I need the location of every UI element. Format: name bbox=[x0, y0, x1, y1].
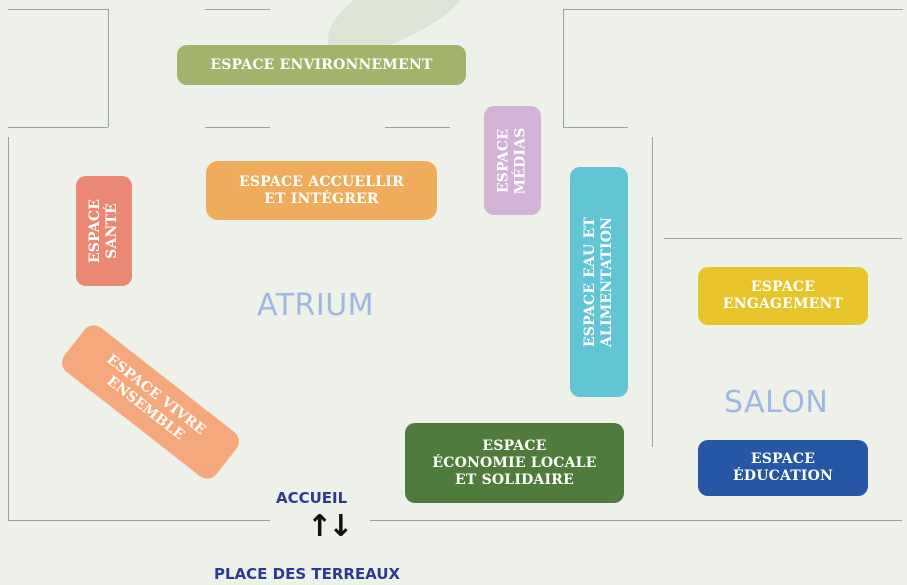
wall bbox=[205, 9, 270, 10]
wall bbox=[8, 137, 9, 520]
zone-sante: ESPACE SANTÉ bbox=[76, 176, 132, 286]
wall bbox=[385, 127, 450, 128]
zone-medias-label: ESPACE MÉDIAS bbox=[495, 126, 529, 195]
wall bbox=[108, 9, 109, 127]
zone-education: ESPACE ÉDUCATION bbox=[698, 440, 868, 496]
zone-eau: ESPACE EAU ET ALIMENTATION bbox=[570, 167, 628, 397]
zone-vivre-ensemble: ESPACE VIVRE ENSEMBLE bbox=[57, 320, 244, 484]
zone-medias: ESPACE MÉDIAS bbox=[484, 106, 541, 215]
room-atrium: ATRIUM bbox=[257, 288, 375, 323]
entrance-place: PLACE DES TERREAUX bbox=[214, 565, 401, 583]
wall bbox=[8, 520, 270, 521]
zone-eau-label: ESPACE EAU ET ALIMENTATION bbox=[582, 216, 616, 348]
zone-accueillir: ESPACE ACCUELLIR ET INTÉGRER bbox=[206, 161, 437, 220]
wall bbox=[652, 137, 653, 447]
wall bbox=[8, 127, 108, 128]
zone-sante-label: ESPACE SANTÉ bbox=[87, 198, 121, 264]
zone-environnement: ESPACE ENVIRONNEMENT bbox=[177, 45, 466, 85]
wall bbox=[205, 127, 270, 128]
entrance-arrows-icon: ↑↓ bbox=[307, 509, 353, 544]
wall bbox=[563, 9, 903, 10]
zone-economie: ESPACE ÉCONOMIE LOCALE ET SOLIDAIRE bbox=[405, 423, 624, 503]
wall bbox=[563, 9, 564, 127]
wall bbox=[370, 520, 902, 521]
entrance-accueil: ACCUEIL bbox=[276, 489, 348, 507]
wall bbox=[563, 127, 628, 128]
wall bbox=[8, 9, 108, 10]
zone-engagement: ESPACE ENGAGEMENT bbox=[698, 267, 868, 325]
room-salon: SALON bbox=[724, 385, 829, 420]
wall bbox=[664, 238, 902, 239]
